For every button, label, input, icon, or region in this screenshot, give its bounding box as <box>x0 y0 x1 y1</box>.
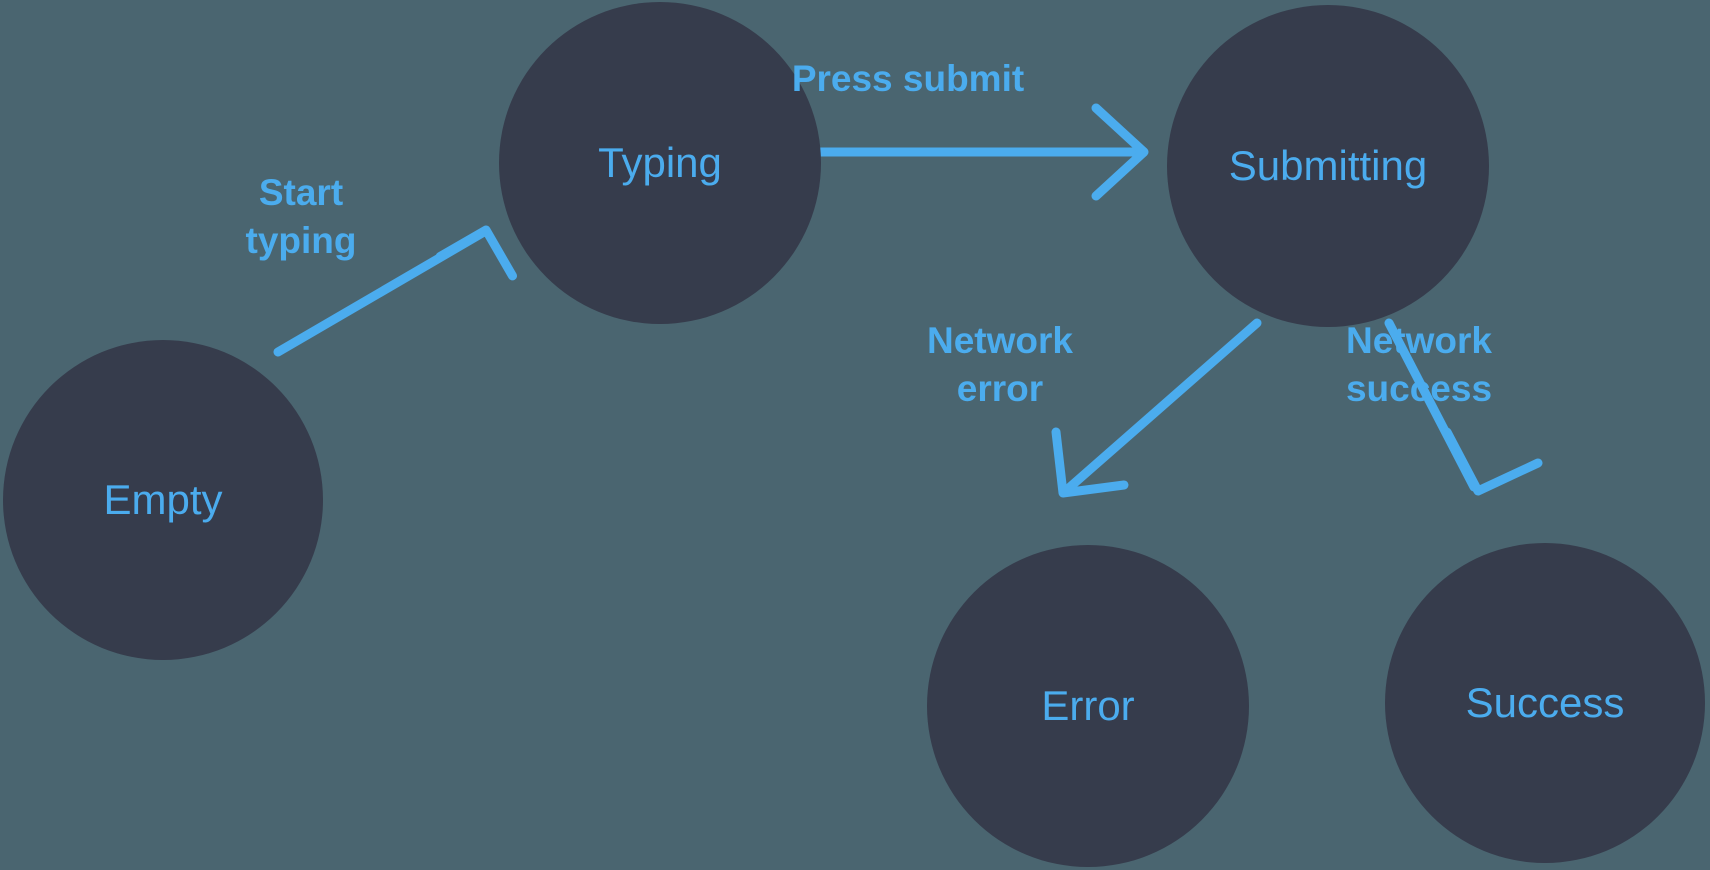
node-success-label: Success <box>1466 679 1625 726</box>
node-error[interactable]: Error <box>927 545 1249 867</box>
node-empty-circle[interactable] <box>3 340 323 660</box>
node-typing-label: Typing <box>598 139 722 186</box>
edge-typing-to-submitting-arrowhead <box>1091 103 1149 201</box>
edge-label-start-typing-line1: Start <box>259 172 343 213</box>
node-empty-label: Empty <box>103 476 222 523</box>
node-success-circle[interactable] <box>1385 543 1705 863</box>
edge-label-network-success: Network success <box>1346 320 1492 409</box>
edge-label-start-typing-line2: typing <box>246 220 357 261</box>
edge-empty-to-typing <box>273 225 517 357</box>
edge-label-network-error-line1: Network <box>927 320 1073 361</box>
node-empty[interactable]: Empty <box>3 340 323 660</box>
node-success[interactable]: Success <box>1385 543 1705 863</box>
edge-submitting-to-error-arrowhead <box>1051 427 1129 498</box>
edge-label-network-error: Network error <box>927 320 1073 409</box>
node-typing-circle[interactable] <box>499 2 821 324</box>
edge-submitting-to-success <box>1384 318 1543 496</box>
edge-label-network-success-line1: Network <box>1346 320 1492 361</box>
edge-submitting-to-success-arrowhead <box>1442 427 1543 496</box>
node-typing[interactable]: Typing <box>499 2 821 324</box>
edge-submitting-to-error-line <box>1065 318 1262 492</box>
node-submitting[interactable]: Submitting <box>1167 5 1489 327</box>
edge-label-press-submit: Press submit <box>792 58 1024 99</box>
edge-label-network-error-line2: error <box>957 368 1043 409</box>
edge-submitting-to-error <box>1051 318 1262 498</box>
edge-label-network-success-line2: success <box>1346 368 1492 409</box>
edge-typing-to-submitting <box>761 103 1149 201</box>
node-submitting-label: Submitting <box>1229 142 1427 189</box>
node-error-label: Error <box>1041 682 1134 729</box>
edge-label-press-submit-line1: Press submit <box>792 58 1024 99</box>
edge-label-start-typing: Start typing <box>246 172 357 261</box>
node-submitting-circle[interactable] <box>1167 5 1489 327</box>
edge-empty-to-typing-arrowhead <box>435 225 517 281</box>
node-error-circle[interactable] <box>927 545 1249 867</box>
